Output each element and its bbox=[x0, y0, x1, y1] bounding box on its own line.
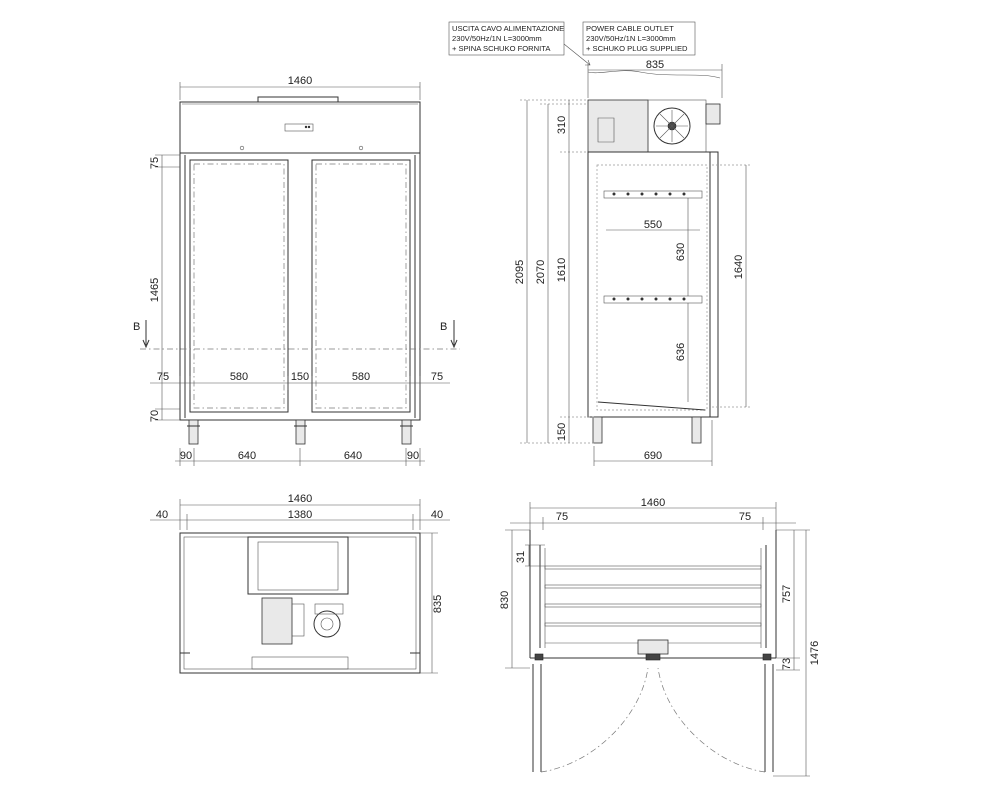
svg-text:230V/50Hz/1N L=3000mm: 230V/50Hz/1N L=3000mm bbox=[452, 34, 542, 43]
svg-text:2095: 2095 bbox=[514, 260, 526, 284]
front-door-left bbox=[189, 159, 289, 413]
svg-text:90: 90 bbox=[407, 450, 419, 462]
svg-text:835: 835 bbox=[432, 595, 444, 613]
top-compressor-box bbox=[247, 536, 349, 595]
svg-text:550: 550 bbox=[644, 219, 662, 231]
svg-text:POWER CABLE OUTLET: POWER CABLE OUTLET bbox=[586, 24, 674, 33]
front-view: B B 1460 75 1465 70 75 580 150 580 75 bbox=[133, 75, 460, 466]
front-door-right bbox=[311, 159, 411, 413]
section-view: 1460 75 75 830 31 757 73 1476 bbox=[499, 497, 821, 777]
side-view: 835 2095 2070 310 1610 150 1640 550 630 … bbox=[514, 59, 752, 466]
svg-text:40: 40 bbox=[431, 509, 443, 521]
svg-text:690: 690 bbox=[644, 450, 662, 462]
svg-text:580: 580 bbox=[230, 371, 248, 383]
svg-text:1460: 1460 bbox=[288, 493, 312, 505]
svg-text:73: 73 bbox=[781, 658, 793, 670]
svg-text:75: 75 bbox=[157, 371, 169, 383]
svg-text:B: B bbox=[440, 321, 447, 333]
svg-text:1640: 1640 bbox=[733, 255, 745, 279]
svg-text:640: 640 bbox=[238, 450, 256, 462]
svg-text:75: 75 bbox=[149, 157, 161, 169]
svg-text:+ SCHUKO PLUG SUPPLIED: + SCHUKO PLUG SUPPLIED bbox=[586, 44, 688, 53]
top-view: 1460 1380 40 40 835 bbox=[150, 493, 450, 674]
svg-text:40: 40 bbox=[156, 509, 168, 521]
svg-text:90: 90 bbox=[180, 450, 192, 462]
svg-text:2070: 2070 bbox=[535, 260, 547, 284]
svg-text:830: 830 bbox=[499, 591, 511, 609]
svg-text:USCITA CAVO ALIMENTAZIONE: USCITA CAVO ALIMENTAZIONE bbox=[452, 24, 564, 33]
svg-text:640: 640 bbox=[344, 450, 362, 462]
svg-text:150: 150 bbox=[556, 423, 568, 441]
fan-icon bbox=[653, 107, 691, 145]
svg-text:75: 75 bbox=[556, 511, 568, 523]
svg-text:70: 70 bbox=[149, 410, 161, 422]
compressor-unit bbox=[587, 99, 649, 153]
svg-text:75: 75 bbox=[739, 511, 751, 523]
compressor-motor bbox=[261, 597, 293, 645]
svg-text:1460: 1460 bbox=[641, 497, 665, 509]
svg-text:+ SPINA SCHUKO FORNITA: + SPINA SCHUKO FORNITA bbox=[452, 44, 551, 53]
control-panel-display bbox=[284, 123, 314, 132]
svg-text:835: 835 bbox=[646, 59, 664, 71]
svg-text:757: 757 bbox=[781, 585, 793, 603]
svg-text:1610: 1610 bbox=[556, 258, 568, 282]
svg-text:636: 636 bbox=[675, 343, 687, 361]
svg-text:230V/50Hz/1N L=3000mm: 230V/50Hz/1N L=3000mm bbox=[586, 34, 676, 43]
cable-note-italian: USCITA CAVO ALIMENTAZIONE 230V/50Hz/1N L… bbox=[448, 21, 565, 56]
svg-text:630: 630 bbox=[675, 243, 687, 261]
svg-text:310: 310 bbox=[556, 116, 568, 134]
svg-text:1476: 1476 bbox=[809, 641, 821, 665]
svg-text:75: 75 bbox=[431, 371, 443, 383]
svg-text:31: 31 bbox=[515, 551, 527, 563]
svg-text:1380: 1380 bbox=[288, 509, 312, 521]
svg-text:150: 150 bbox=[291, 371, 309, 383]
cable-note-english: POWER CABLE OUTLET 230V/50Hz/1N L=3000mm… bbox=[582, 21, 696, 56]
svg-text:B: B bbox=[133, 321, 140, 333]
svg-text:1460: 1460 bbox=[288, 75, 312, 87]
svg-text:1465: 1465 bbox=[149, 278, 161, 302]
cable-note-leader bbox=[563, 43, 591, 66]
svg-text:580: 580 bbox=[352, 371, 370, 383]
